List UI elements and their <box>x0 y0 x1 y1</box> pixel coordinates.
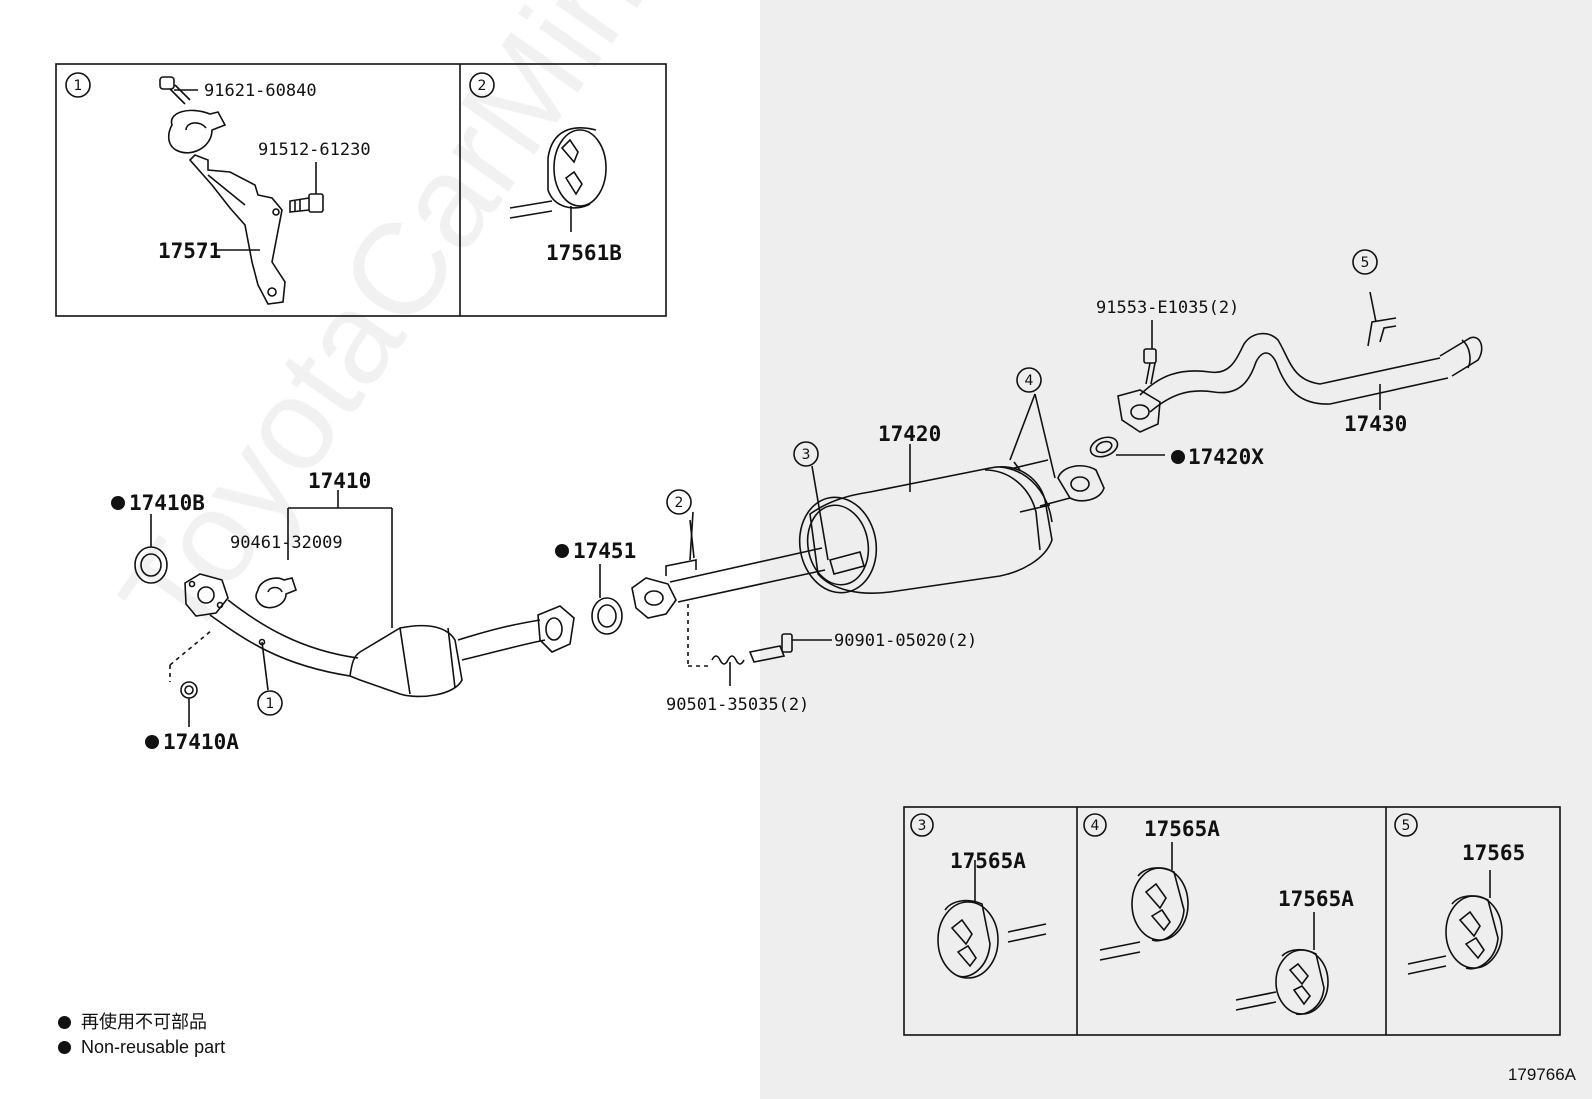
legend-text-en: Non-reusable part <box>81 1037 226 1057</box>
hanger-17565a-box3-drawing <box>937 860 1047 979</box>
callout-1-main: 1 <box>266 696 275 712</box>
part-label-17451: 17451 <box>573 539 636 563</box>
part-label-17410b: 17410B <box>129 491 205 515</box>
legend-row-en: Non-reusable part <box>58 1035 225 1060</box>
part-label-91512-61230: 91512-61230 <box>258 140 371 160</box>
part-label-91621-60840: 91621-60840 <box>204 81 317 101</box>
part-label-90461-32009: 90461-32009 <box>230 533 343 553</box>
callout-2-main: 2 <box>675 495 684 511</box>
inset-box-3-4-5 <box>903 806 1561 1036</box>
non-reusable-dot <box>58 1016 71 1029</box>
muffler-17420-drawing <box>631 393 1105 686</box>
background-shade <box>760 0 1592 1099</box>
part-label-17430: 17430 <box>1344 412 1407 436</box>
bracket-assembly-drawing <box>159 76 324 305</box>
callout-3-box: 3 <box>918 818 927 834</box>
part-label-17565a-box3: 17565A <box>950 849 1026 873</box>
callout-1-box: 1 <box>74 78 83 94</box>
tail-pipe-17430-drawing <box>1089 291 1483 458</box>
hanger-17561b-drawing <box>509 127 607 232</box>
part-label-90501-35035: 90501-35035(2) <box>666 695 809 715</box>
part-label-17561b: 17561B <box>546 241 622 265</box>
legend-row-jp: 再使用不可部品 <box>58 1010 225 1035</box>
callout-5-box: 5 <box>1402 818 1411 834</box>
legend-text-jp: 再使用不可部品 <box>81 1012 207 1032</box>
non-reusable-dot <box>1171 450 1185 464</box>
hanger-17565a-box4b-drawing <box>1235 912 1329 1016</box>
callout-2-box: 2 <box>478 78 487 94</box>
callout-circle-1-box <box>65 72 91 98</box>
callout-circle-2-box <box>469 72 495 98</box>
callout-circle-4-box <box>1083 813 1107 837</box>
non-reusable-dot <box>145 735 159 749</box>
hanger-17565a-box4a-drawing <box>1099 842 1189 961</box>
hanger-17565-box5-drawing <box>1407 870 1503 975</box>
callout-3-main: 3 <box>802 447 811 463</box>
legend: 再使用不可部品 Non-reusable part <box>58 1010 225 1060</box>
part-label-90901-05020: 90901-05020(2) <box>834 631 977 651</box>
part-label-17420: 17420 <box>878 422 941 446</box>
front-pipe-17410-drawing <box>134 490 575 727</box>
callout-circle-3-box <box>910 813 934 837</box>
gasket-17451-drawing <box>591 564 623 635</box>
non-reusable-dot <box>111 496 125 510</box>
part-label-91553-e1035: 91553-E1035(2) <box>1096 298 1239 318</box>
callout-circle-5-main <box>1352 249 1378 275</box>
part-label-17410: 17410 <box>308 469 371 493</box>
callout-circle-4-main <box>1016 367 1042 393</box>
non-reusable-dot <box>58 1041 71 1054</box>
callout-circle-1-main <box>257 690 283 716</box>
part-label-17565a-box4-a: 17565A <box>1144 817 1220 841</box>
callout-circle-5-box <box>1394 813 1418 837</box>
part-label-17420x: 17420X <box>1188 445 1264 469</box>
callout-5-main: 5 <box>1361 255 1370 271</box>
inset-box-1-2 <box>55 63 667 317</box>
callout-circle-3-main <box>793 441 819 467</box>
non-reusable-dot <box>555 544 569 558</box>
callout-4-box: 4 <box>1091 818 1100 834</box>
callout-4-main: 4 <box>1025 373 1034 389</box>
part-label-17571: 17571 <box>158 239 221 263</box>
part-label-17410a: 17410A <box>163 730 239 754</box>
callout-circle-2-main <box>666 489 692 515</box>
part-label-17565a-box4-b: 17565A <box>1278 887 1354 911</box>
part-label-17565-box5: 17565 <box>1462 841 1525 865</box>
figure-number: 179766A <box>1507 1065 1576 1084</box>
